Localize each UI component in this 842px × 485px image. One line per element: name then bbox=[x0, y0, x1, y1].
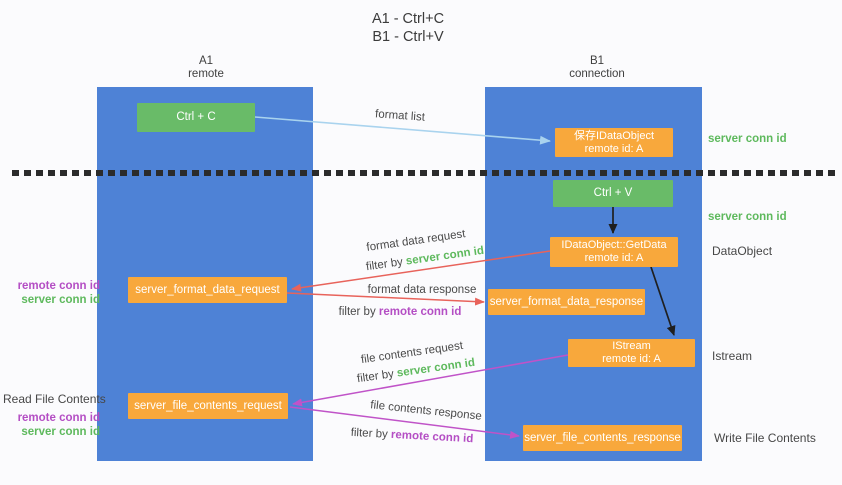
annotation-server-conn-id-mid: server conn id bbox=[708, 211, 787, 223]
node-server-file-contents-response-label: server_file_contents_response bbox=[524, 431, 681, 444]
diagram-title: A1 - Ctrl+C B1 - Ctrl+V bbox=[372, 10, 444, 46]
node-server-file-contents-request: server_file_contents_request bbox=[128, 393, 288, 419]
node-server-format-data-request: server_format_data_request bbox=[128, 277, 287, 303]
lane-a1-subtitle: remote bbox=[188, 68, 224, 80]
node-save-dataobject-line1: 保存IDataObject bbox=[573, 129, 655, 142]
phase-divider bbox=[12, 170, 838, 176]
filter-by-text: filter by bbox=[350, 426, 389, 441]
node-server-file-contents-request-label: server_file_contents_request bbox=[134, 399, 282, 412]
node-server-format-data-request-label: server_format_data_request bbox=[135, 283, 280, 296]
title-line-2: B1 - Ctrl+V bbox=[372, 29, 444, 45]
title-line-1: A1 - Ctrl+C bbox=[371, 11, 445, 27]
annotation-conn-ids-file: remote conn id server conn id bbox=[10, 411, 100, 439]
annotation-dataobject: DataObject bbox=[712, 244, 773, 258]
node-server-file-contents-response: server_file_contents_response bbox=[523, 425, 682, 451]
annotation-conn-ids-format: remote conn id server conn id bbox=[10, 279, 100, 307]
node-server-format-data-response: server_format_data_response bbox=[488, 289, 645, 315]
node-save-dataobject: 保存IDataObject remote id: A bbox=[555, 128, 673, 157]
label-filter-format-response: filter by remote conn id bbox=[339, 306, 462, 318]
annotation-server-conn-id-1: server conn id bbox=[21, 294, 100, 306]
remote-conn-id-text: remote conn id bbox=[390, 428, 474, 446]
lane-a1-name: A1 bbox=[198, 55, 214, 67]
server-conn-id-text: server conn id bbox=[396, 356, 476, 380]
remote-conn-id-text: remote conn id bbox=[378, 306, 462, 318]
node-ctrl-c-label: Ctrl + C bbox=[176, 111, 216, 123]
filter-by-text: filter by bbox=[365, 256, 404, 274]
node-save-dataobject-line2: remote id: A bbox=[584, 142, 644, 155]
node-istream-line1: IStream bbox=[612, 340, 651, 352]
lane-a1-header: A1 remote bbox=[188, 55, 224, 81]
annotation-istream: Istream bbox=[712, 349, 753, 363]
annotation-read-file-contents: Read File Contents bbox=[3, 392, 106, 406]
lane-b1-subtitle: connection bbox=[569, 68, 625, 80]
annotation-server-conn-id-2: server conn id bbox=[21, 426, 100, 438]
node-ctrl-v: Ctrl + V bbox=[553, 180, 673, 207]
node-ctrl-c: Ctrl + C bbox=[137, 103, 255, 132]
annotation-remote-conn-id-1: remote conn id bbox=[17, 280, 100, 292]
node-server-format-data-response-label: server_format_data_response bbox=[489, 295, 644, 308]
label-format-list: format list bbox=[374, 108, 426, 124]
filter-by-text: filter by bbox=[356, 368, 395, 386]
annotation-remote-conn-id-2: remote conn id bbox=[17, 412, 100, 424]
node-istream-line2: remote id: A bbox=[602, 353, 661, 365]
filter-by-text: filter by bbox=[338, 306, 376, 318]
annotation-server-conn-id-top: server conn id bbox=[708, 133, 787, 145]
label-file-contents-response: file contents response bbox=[369, 399, 483, 423]
annotation-write-file-contents: Write File Contents bbox=[714, 431, 816, 445]
node-getdata-line2: remote id: A bbox=[584, 252, 644, 264]
node-getdata: IDataObject::GetData remote id: A bbox=[550, 237, 678, 267]
server-conn-id-text: server conn id bbox=[405, 244, 485, 268]
node-ctrl-v-label: Ctrl + V bbox=[593, 187, 633, 199]
label-filter-file-response: filter by remote conn id bbox=[350, 427, 473, 445]
node-istream: IStream remote id: A bbox=[568, 339, 695, 367]
label-format-data-response: format data response bbox=[367, 284, 477, 296]
node-getdata-line1: IDataObject::GetData bbox=[561, 239, 667, 251]
lane-b1-name: B1 bbox=[589, 55, 605, 67]
lane-b1-header: B1 connection bbox=[569, 55, 625, 81]
